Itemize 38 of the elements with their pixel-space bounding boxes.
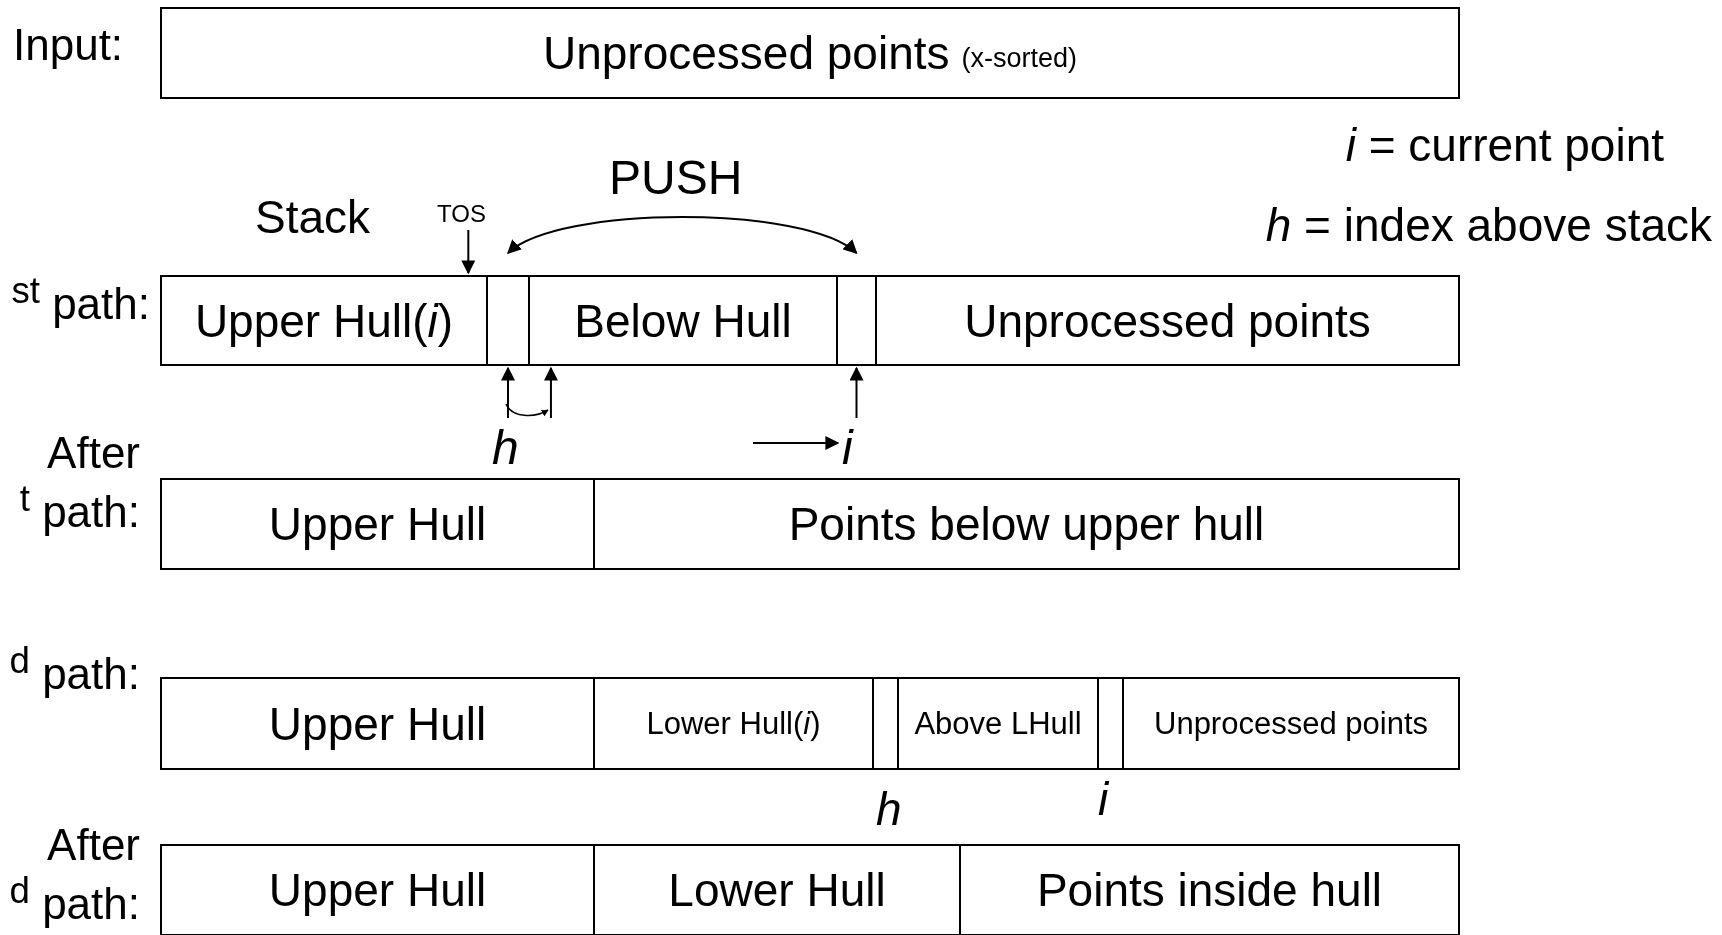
pointer-arrow <box>501 366 515 419</box>
memory-segment: Lower Hull(i) <box>593 677 874 770</box>
segment-label: Unprocessed points <box>542 26 950 80</box>
memory-segment: Upper Hull <box>160 844 595 935</box>
stack-label: Stack <box>255 190 371 244</box>
curved-arrow <box>506 216 858 254</box>
row-label: After $^{d}$ path: <box>8 822 140 927</box>
pointer-label: h <box>492 420 519 475</box>
segment-note: (x-sorted) <box>961 42 1078 74</box>
memory-segment: Unprocessed points <box>875 275 1460 366</box>
pointer-arrow <box>461 229 476 275</box>
row-label: $^{d}$ path: <box>9 640 140 699</box>
memory-segment: Points inside hull <box>959 844 1460 935</box>
edge-label: PUSH <box>609 150 743 205</box>
memory-segment: Below Hull <box>528 275 838 366</box>
memory-segment: Upper Hull <box>160 677 595 770</box>
memory-segment: Unprocessed points <box>1122 677 1460 770</box>
pointer-arrow <box>543 366 558 419</box>
empty-slot <box>872 677 899 770</box>
memory-segment: Upper Hull(i) <box>160 275 488 366</box>
pointer-label: TOS <box>437 200 486 228</box>
row-label: After $^{t}$ path: <box>18 430 140 535</box>
memory-segment: Upper Hull <box>160 478 595 570</box>
variable-definition: i = current point <box>1345 118 1664 172</box>
memory-segment: Lower Hull <box>593 844 961 935</box>
empty-slot <box>1097 677 1124 770</box>
pointer-arrow <box>849 366 864 419</box>
memory-segment <box>160 7 1460 99</box>
pointer-label: i <box>842 420 853 475</box>
row-label: Input: <box>13 20 124 70</box>
variable-definition: h = index above stack <box>1265 198 1712 252</box>
row-label: $^{st}$ path: <box>11 270 150 329</box>
memory-segment: Points below upper hull <box>593 478 1460 570</box>
empty-slot <box>836 275 877 366</box>
pointer-label: i <box>1098 772 1109 826</box>
memory-segment: Above LHull <box>897 677 1099 770</box>
pointer-label: h <box>876 782 902 836</box>
empty-slot <box>486 275 530 366</box>
